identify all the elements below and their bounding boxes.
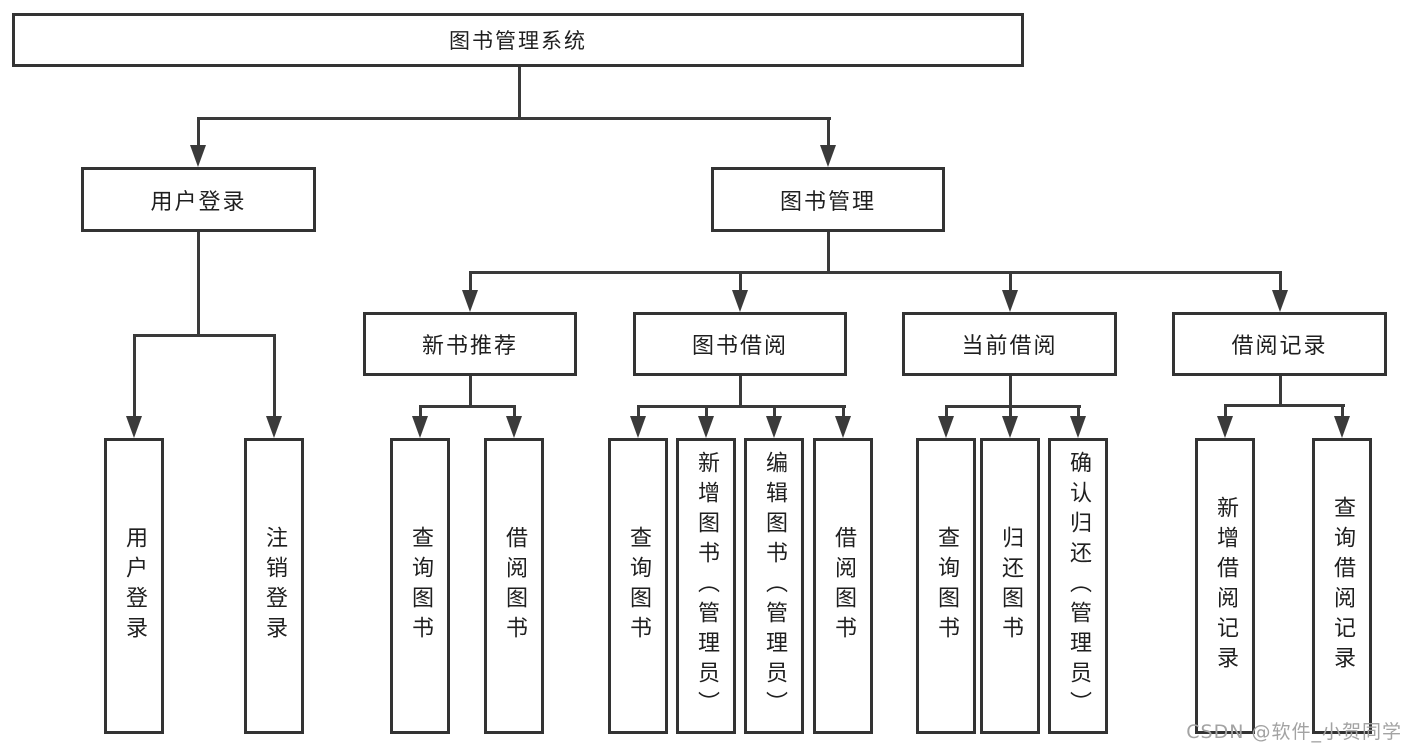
arrow-down-icon <box>1070 416 1086 438</box>
arrow-down-icon <box>820 145 836 167</box>
connector-line <box>739 271 742 293</box>
arrow-down-icon <box>1272 290 1288 312</box>
leaf-label: 查询借阅记录 <box>1330 496 1355 676</box>
arrow-down-icon <box>462 290 478 312</box>
connector-line <box>705 405 708 418</box>
node-leaf-query-book-current: 查询图书 <box>916 438 976 734</box>
connector-line <box>1009 405 1012 418</box>
node-leaf-confirm-return-admin: 确认归还（管理员） <box>1048 438 1108 734</box>
node-leaf-query-book-borrow: 查询图书 <box>608 438 668 734</box>
connector-line <box>1224 404 1345 407</box>
connector-line <box>419 405 516 408</box>
connector-line <box>197 232 200 337</box>
connector-line <box>1341 404 1344 418</box>
arrow-down-icon <box>126 416 142 438</box>
connector-line <box>773 405 776 418</box>
node-book-management: 图书管理 <box>711 167 945 232</box>
arrow-down-icon <box>266 416 282 438</box>
csdn-watermark: CSDN @软件_小贺同学 <box>1186 721 1402 743</box>
node-current-borrow: 当前借阅 <box>902 312 1117 376</box>
connector-line <box>469 271 472 293</box>
connector-line <box>945 405 948 418</box>
connector-line <box>1279 376 1282 407</box>
connector-line <box>518 67 521 120</box>
node-book-borrow: 图书借阅 <box>633 312 847 376</box>
leaf-label: 编辑图书（管理员） <box>762 451 787 721</box>
leaf-label: 注销登录 <box>262 526 287 646</box>
arrow-down-icon <box>506 416 522 438</box>
connector-line <box>637 405 846 408</box>
arrow-down-icon <box>938 416 954 438</box>
connector-line <box>197 117 831 120</box>
arrow-down-icon <box>190 145 206 167</box>
connector-line <box>1224 404 1227 418</box>
node-leaf-user-login: 用户登录 <box>104 438 164 734</box>
leaf-label: 用户登录 <box>122 526 147 646</box>
connector-line <box>945 405 1081 408</box>
connector-line <box>469 271 1282 274</box>
node-user-login: 用户登录 <box>81 167 316 232</box>
leaf-label: 新增借阅记录 <box>1213 496 1238 676</box>
node-leaf-add-borrow-record: 新增借阅记录 <box>1195 438 1255 734</box>
arrow-down-icon <box>835 416 851 438</box>
node-leaf-add-book-admin: 新增图书（管理员） <box>676 438 736 734</box>
connector-line <box>637 405 640 418</box>
connector-line <box>133 334 276 337</box>
node-leaf-return-book: 归还图书 <box>980 438 1040 734</box>
leaf-label: 新增图书（管理员） <box>694 451 719 721</box>
leaf-label: 借阅图书 <box>502 526 527 646</box>
leaf-label: 查询图书 <box>626 526 651 646</box>
node-leaf-borrow-book: 借阅图书 <box>813 438 873 734</box>
connector-line <box>197 117 200 147</box>
connector-line <box>1009 271 1012 293</box>
leaf-label: 查询图书 <box>408 526 433 646</box>
leaf-label: 借阅图书 <box>831 526 856 646</box>
connector-line <box>273 334 276 418</box>
connector-line <box>1279 271 1282 293</box>
arrow-down-icon <box>698 416 714 438</box>
arrow-down-icon <box>1217 416 1233 438</box>
connector-line <box>513 405 516 418</box>
node-leaf-borrow-book-recommend: 借阅图书 <box>484 438 544 734</box>
connector-line <box>827 232 830 274</box>
node-leaf-query-book-recommend: 查询图书 <box>390 438 450 734</box>
arrow-down-icon <box>1002 416 1018 438</box>
connector-line <box>469 376 472 407</box>
arrow-down-icon <box>630 416 646 438</box>
leaf-label: 确认归还（管理员） <box>1066 451 1091 721</box>
node-leaf-edit-book-admin: 编辑图书（管理员） <box>744 438 804 734</box>
arrow-down-icon <box>766 416 782 438</box>
arrow-down-icon <box>412 416 428 438</box>
connector-line <box>419 405 422 418</box>
node-library-management-system: 图书管理系统 <box>12 13 1024 67</box>
arrow-down-icon <box>1334 416 1350 438</box>
connector-line <box>842 405 845 418</box>
node-leaf-logout: 注销登录 <box>244 438 304 734</box>
arrow-down-icon <box>1002 290 1018 312</box>
node-new-book-recommend: 新书推荐 <box>363 312 577 376</box>
node-borrow-record: 借阅记录 <box>1172 312 1387 376</box>
connector-line <box>1009 376 1012 407</box>
arrow-down-icon <box>732 290 748 312</box>
connector-line <box>739 376 742 407</box>
node-leaf-query-borrow-record: 查询借阅记录 <box>1312 438 1372 734</box>
connector-line <box>1077 405 1080 418</box>
connector-line <box>827 117 830 147</box>
leaf-label: 归还图书 <box>998 526 1023 646</box>
connector-line <box>133 334 136 418</box>
leaf-label: 查询图书 <box>934 526 959 646</box>
